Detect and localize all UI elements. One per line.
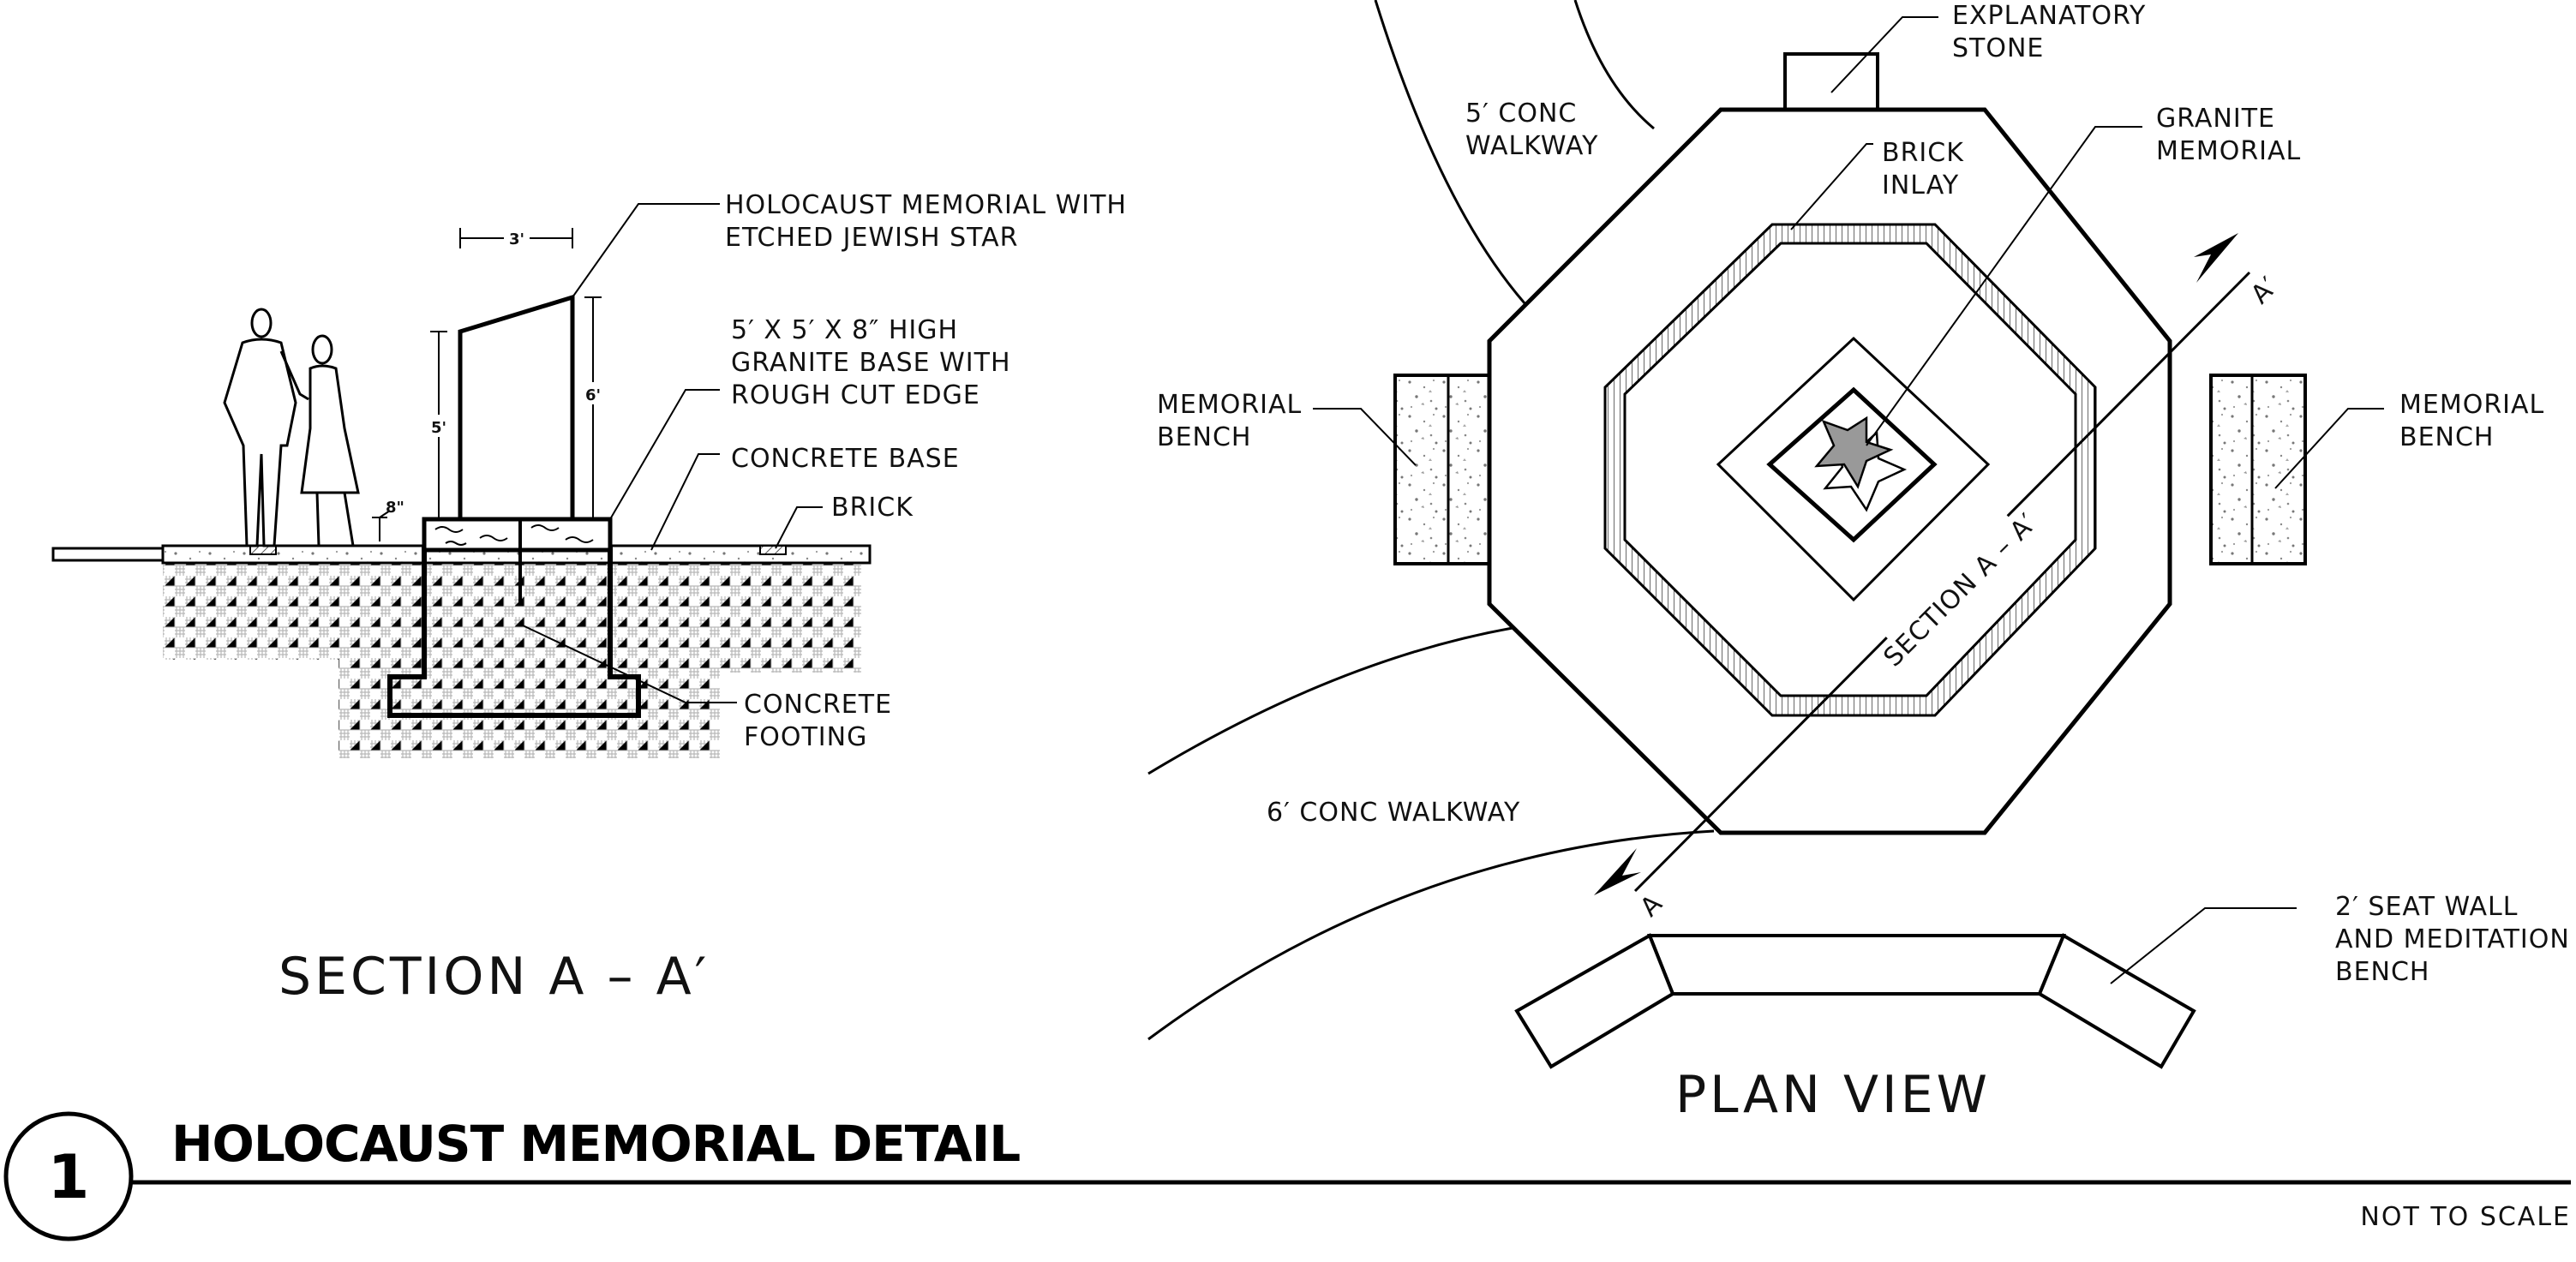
label-bench-left-1: MEMORIAL bbox=[1157, 390, 1302, 420]
label-concrete-base: CONCRETE BASE bbox=[731, 444, 960, 474]
brick-paver-right bbox=[759, 545, 787, 555]
plan-title: PLAN VIEW bbox=[1675, 1065, 1991, 1125]
marker-a: A bbox=[1634, 888, 1668, 923]
dim-height-right-text: 6' bbox=[585, 386, 601, 404]
jewish-star bbox=[1814, 416, 1894, 489]
dim-base-height-text: 8" bbox=[386, 499, 404, 517]
label-walkway5-2: WALKWAY bbox=[1465, 131, 1598, 161]
plan-view: SECTION A – A′ A A′ EXPLANATORY STONE 5′… bbox=[1147, 0, 2570, 1125]
section-arrow-a-prime bbox=[2194, 233, 2238, 283]
granite-base bbox=[422, 517, 613, 553]
detail-number-circle bbox=[3, 1111, 134, 1241]
woman-legs bbox=[315, 492, 355, 547]
label-seat-3: BENCH bbox=[2335, 957, 2429, 987]
section-view: 3' 5' 6' 8" bbox=[51, 190, 1127, 1007]
dim-height-right: 6' bbox=[583, 296, 603, 519]
man-arm bbox=[279, 350, 309, 401]
dim-height-left: 5' bbox=[428, 331, 449, 519]
label-granite-1: GRANITE bbox=[2156, 104, 2275, 134]
dim-width-text: 3' bbox=[509, 230, 524, 248]
label-base-2: GRANITE BASE WITH bbox=[731, 348, 1011, 378]
label-bench-right-2: BENCH bbox=[2399, 422, 2494, 452]
seat-wall bbox=[1514, 933, 2196, 1069]
leader-stone bbox=[1830, 16, 1938, 93]
label-base-3: ROUGH CUT EDGE bbox=[731, 380, 980, 410]
leader-memorial bbox=[572, 203, 720, 298]
woman-body bbox=[300, 364, 360, 494]
label-bench-left-2: BENCH bbox=[1157, 422, 1251, 452]
leader-concrete-base bbox=[650, 453, 720, 551]
explanatory-stone bbox=[1783, 52, 1879, 112]
walkway-6ft-arc-inner bbox=[1147, 626, 1513, 775]
title-block: 1 HOLOCAUST MEMORIAL DETAIL NOT TO SCALE bbox=[3, 1111, 2571, 1241]
label-base-1: 5′ X 5′ X 8″ HIGH bbox=[731, 315, 958, 345]
leader-seat-wall bbox=[2110, 907, 2297, 984]
label-brick: BRICK bbox=[831, 493, 914, 523]
leader-bench-right bbox=[2274, 408, 2384, 489]
man-head bbox=[250, 308, 273, 338]
man-body bbox=[223, 338, 297, 547]
label-memorial-1: HOLOCAUST MEMORIAL WITH bbox=[725, 190, 1127, 220]
leader-granite bbox=[1866, 126, 2142, 446]
walkway-5ft-arc-inner bbox=[1573, 0, 1655, 130]
label-footing-2: FOOTING bbox=[744, 722, 867, 752]
leader-base bbox=[609, 389, 720, 520]
concrete-footing bbox=[387, 546, 641, 718]
drawing-title: HOLOCAUST MEMORIAL DETAIL bbox=[171, 1115, 1020, 1173]
memorial-stone bbox=[458, 294, 575, 522]
section-title: SECTION A – A′ bbox=[279, 947, 710, 1007]
label-stone-2: STONE bbox=[1952, 33, 2044, 63]
leader-bench-left bbox=[1313, 408, 1417, 466]
dim-height-left-text: 5' bbox=[431, 419, 446, 437]
detail-number: 1 bbox=[48, 1142, 90, 1212]
label-seat-1: 2′ SEAT WALL bbox=[2335, 892, 2518, 922]
leader-footing bbox=[522, 625, 737, 703]
granite-texture bbox=[434, 524, 594, 546]
label-stone-1: EXPLANATORY bbox=[1952, 1, 2146, 31]
dim-base-height: 8" bbox=[372, 499, 404, 541]
walk-extension bbox=[51, 547, 165, 562]
walkway-5ft-arc-outer bbox=[1374, 0, 1527, 305]
label-footing-1: CONCRETE bbox=[744, 690, 892, 720]
leader-brick-inlay bbox=[1790, 143, 1873, 230]
label-granite-2: MEMORIAL bbox=[2156, 136, 2301, 166]
bench-left bbox=[1393, 374, 1491, 565]
label-walkway6: 6′ CONC WALKWAY bbox=[1267, 798, 1520, 828]
label-brick-inlay-2: INLAY bbox=[1882, 170, 1959, 200]
woman-head bbox=[311, 334, 333, 365]
dim-width: 3' bbox=[459, 226, 573, 248]
label-walkway5-1: 5′ CONC bbox=[1465, 99, 1577, 129]
label-brick-inlay-1: BRICK bbox=[1882, 138, 1964, 168]
section-arrow-a bbox=[1594, 848, 1641, 895]
label-memorial-2: ETCHED JEWISH STAR bbox=[725, 223, 1018, 253]
scale-note: NOT TO SCALE bbox=[2360, 1202, 2571, 1232]
label-seat-2: AND MEDITATION bbox=[2335, 924, 2570, 954]
human-figures bbox=[223, 308, 360, 547]
label-bench-right-1: MEMORIAL bbox=[2399, 390, 2544, 420]
soil-hatch bbox=[163, 561, 861, 758]
bench-right bbox=[2209, 374, 2307, 565]
walkway-6ft-arc-outer bbox=[1147, 829, 1715, 1041]
leader-brick bbox=[775, 506, 823, 549]
marker-a-prime: A′ bbox=[2245, 271, 2284, 309]
